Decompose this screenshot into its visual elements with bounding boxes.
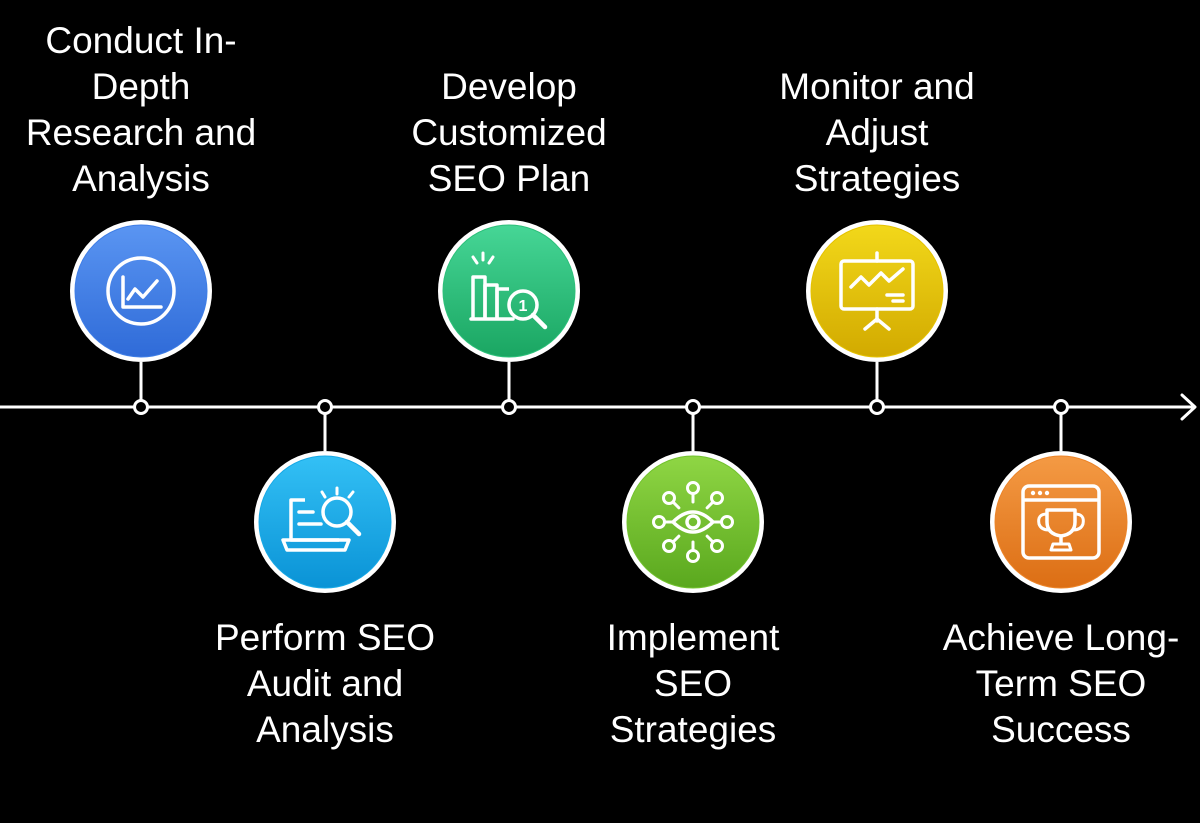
timeline-step-2 <box>254 399 396 593</box>
eye-network-icon <box>652 481 734 563</box>
step-badge <box>74 224 208 358</box>
step-label-line: Adjust <box>825 112 929 153</box>
presentation-board-icon <box>839 251 915 331</box>
timeline-node <box>133 399 149 415</box>
ranking-magnifier-icon: 1 <box>469 251 548 330</box>
step-label-line: Depth <box>91 66 191 107</box>
step-label-line: Implement SEO <box>606 617 780 704</box>
step-label-line: Strategies <box>609 709 777 750</box>
line-chart-icon <box>106 256 176 326</box>
timeline-step-6 <box>990 399 1132 593</box>
step-label-line: Research and <box>25 112 257 153</box>
timeline-node <box>501 399 517 415</box>
step-label-line: Term SEO <box>975 663 1147 704</box>
timeline-arrowhead <box>1180 393 1197 421</box>
step-label-line: Conduct In- <box>45 20 237 61</box>
step-label-line: Customized <box>411 112 607 153</box>
timeline-step-5 <box>806 220 948 415</box>
timeline-node <box>869 399 885 415</box>
step-label: Implement SEO Strategies <box>563 615 823 753</box>
step-label-line: Analysis <box>72 158 210 199</box>
timeline-node <box>685 399 701 415</box>
timeline-step-3: 1 <box>438 220 580 415</box>
timeline-step-1 <box>70 220 212 415</box>
step-label-line: Monitor and <box>779 66 975 107</box>
step-label-line: Achieve Long- <box>942 617 1180 658</box>
timeline-node <box>317 399 333 415</box>
step-label-line: Strategies <box>793 158 961 199</box>
step-label-line: SEO Plan <box>427 158 591 199</box>
trophy-browser-icon <box>1021 484 1101 560</box>
timeline-node <box>1053 399 1069 415</box>
laptop-search-icon <box>281 486 362 552</box>
step-badge <box>442 224 576 358</box>
step-label-line: Analysis <box>256 709 394 750</box>
step-badge <box>994 455 1128 589</box>
step-label: Achieve Long- Term SEO Success <box>931 615 1191 753</box>
svg-text:1: 1 <box>519 298 528 315</box>
step-label-line: Perform SEO <box>215 617 435 658</box>
step-badge <box>810 224 944 358</box>
step-label-line: Audit and <box>246 663 404 704</box>
step-label-line: Success <box>991 709 1131 750</box>
step-badge <box>626 455 760 589</box>
timeline-step-4 <box>622 399 764 593</box>
step-label-line: Develop <box>441 66 577 107</box>
